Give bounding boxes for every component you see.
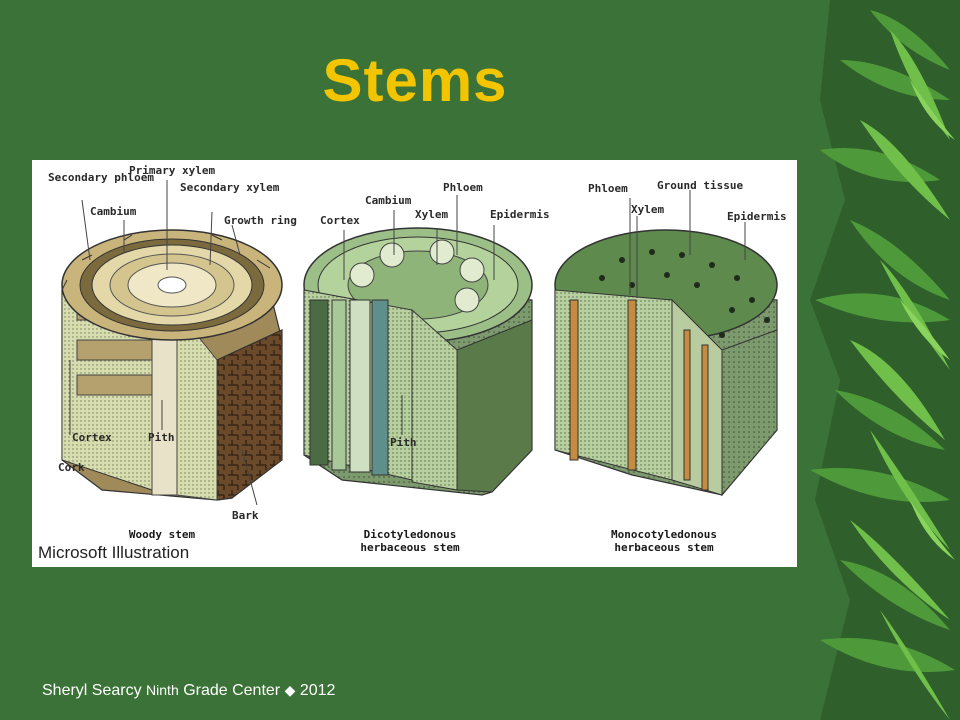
label-woody-cork: Cork (58, 461, 85, 474)
caption-monocot-line2: herbaceous stem (614, 541, 714, 554)
caption-dicot-line1: Dicotyledonous (363, 528, 457, 541)
label-woody-pith: Pith (148, 431, 175, 444)
label-woody-secondary-xylem: Secondary xylem (180, 181, 280, 194)
label-dicot-cortex: Cortex (320, 214, 360, 227)
label-woody-bark: Bark (232, 509, 259, 522)
label-dicot-phloem: Phloem (443, 181, 483, 194)
label-monocot-ground-tissue: Ground tissue (657, 179, 744, 192)
footer-author: Sheryl Searcy (42, 682, 142, 699)
caption-monocot-stem: Monocotyledonous herbaceous stem (564, 528, 764, 554)
label-monocot-xylem: Xylem (631, 203, 665, 216)
label-dicot-epidermis: Epidermis (490, 208, 550, 221)
label-dicot-pith: Pith (390, 436, 417, 449)
label-woody-secondary-phloem: Secondary phloem (48, 171, 154, 184)
label-dicot-xylem: Xylem (415, 208, 449, 221)
caption-woody-stem: Woody stem (62, 528, 262, 541)
stem-illustrations (61, 180, 778, 506)
slide-title: Stems (322, 47, 508, 114)
slide-footer: Sheryl Searcy Ninth Grade Center ◆ 2012 (42, 682, 335, 700)
bamboo-leaves-decoration (810, 0, 960, 720)
label-woody-cambium: Cambium (90, 205, 137, 218)
label-woody-growth-ring: Growth ring (224, 214, 297, 227)
footer-year: 2012 (299, 682, 336, 699)
footer-school-small: Ninth (146, 682, 179, 698)
footer-school-rest: Grade Center (183, 682, 281, 699)
label-woody-primary-xylem: Primary xylem (129, 164, 216, 177)
monocot-stem-illustration (554, 229, 778, 497)
caption-dicot-stem: Dicotyledonous herbaceous stem (310, 528, 510, 554)
stem-cross-section-diagram: Secondary phloem Primary xylem Cambium S… (32, 160, 797, 567)
label-leader-lines (61, 180, 746, 506)
label-woody-cortex: Cortex (72, 431, 112, 444)
dicot-stem-illustration (303, 227, 533, 496)
illustration-credit: Microsoft Illustration (38, 543, 190, 562)
label-monocot-phloem: Phloem (588, 182, 628, 195)
caption-monocot-line1: Monocotyledonous (611, 528, 717, 541)
caption-dicot-line2: herbaceous stem (360, 541, 460, 554)
caption-woody-line1: Woody stem (128, 528, 196, 541)
label-dicot-cambium: Cambium (365, 194, 412, 207)
footer-separator: ◆ (284, 682, 296, 698)
woody-stem-illustration (61, 229, 283, 501)
label-monocot-epidermis: Epidermis (727, 210, 787, 223)
